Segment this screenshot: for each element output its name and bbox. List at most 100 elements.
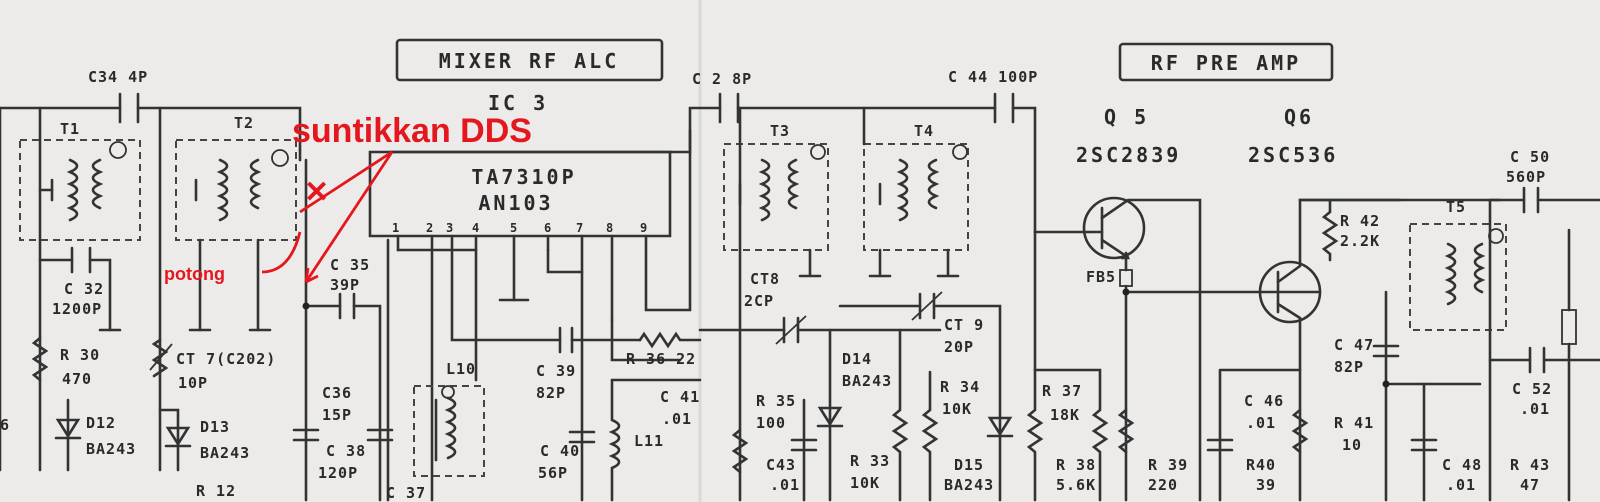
label-r33-ref: R 33 [850, 452, 890, 470]
label-r35-ref: R 35 [756, 392, 796, 410]
label-c52-value: .01 [1520, 400, 1550, 418]
ic3-pin-1: 1 [392, 221, 400, 235]
transistor-q6: Q6 2SC536 [1248, 105, 1502, 502]
label-c46-value: .01 [1246, 414, 1276, 432]
ic3-pin-9: 9 [640, 221, 648, 235]
transformer-t1: T1 [19, 120, 141, 241]
label-r40-value: 39 [1256, 476, 1276, 494]
label-r37-ref: R 37 [1042, 382, 1082, 400]
diode-d15: D15 BA243 [944, 416, 1014, 494]
label-t5: T5 [1446, 198, 1466, 216]
label-r38-value: 5.6K [1056, 476, 1096, 494]
label-r41-value: 10 [1342, 436, 1362, 454]
label-fb5: FB5 [1086, 268, 1116, 286]
label-ct7-value: 10P [178, 374, 208, 392]
resistor-r38: R 38 5.6K [1056, 456, 1096, 494]
resistor-r33: R 33 10K [850, 328, 909, 502]
capacitor-c44: C 44 100P [948, 68, 1038, 124]
label-t3: T3 [770, 122, 790, 140]
label-d15-value: BA243 [944, 476, 994, 494]
resistor-r39: R 39 220 [1117, 408, 1188, 494]
label-r30-value: 470 [62, 370, 92, 388]
resistor-r41: R 41 10 [1334, 414, 1374, 454]
label-c50-ref: C 50 [1510, 148, 1550, 166]
label-c43-value: .01 [770, 476, 800, 494]
label-r42-ref: R 42 [1340, 212, 1380, 230]
annotation-cut: ✕ potong [164, 176, 329, 284]
annotation-cut-text: potong [164, 264, 225, 284]
resistor-r43: R 43 47 [1510, 456, 1549, 494]
label-r12: R 12 [196, 482, 236, 500]
label-l10: L10 [446, 360, 476, 378]
label-d12-ref: D12 [86, 414, 116, 432]
ic3-ref: IC 3 [488, 91, 548, 115]
label-c43-ref: C43 [766, 456, 796, 474]
ic3-pin-8: 8 [606, 221, 614, 235]
capacitor-c47: C 47 82P [1334, 290, 1482, 502]
label-t2: T2 [234, 114, 254, 132]
label-c36-value: 15P [322, 406, 352, 424]
label-q5: Q 5 [1104, 105, 1149, 129]
label-r34-ref: R 34 [940, 378, 980, 396]
preamp-block-title: RF PRE AMP [1118, 42, 1334, 82]
capacitor-c43: C43 .01 [766, 398, 818, 502]
label-ct8-ref: CT8 [750, 270, 780, 288]
ic3-pin-7: 7 [576, 221, 584, 235]
diode-d13: D13 BA243 [158, 408, 250, 472]
mixer-block-title: MIXER RF ALC [395, 38, 664, 82]
inductor-l10: L10 [413, 360, 485, 477]
label-r35-value: 100 [756, 414, 786, 432]
label-c46-ref: C 46 [1244, 392, 1284, 410]
label-c40-ref: C 40 [540, 442, 580, 460]
label-r33-value: 10K [850, 474, 880, 492]
trimmer-ct7: CT 7(C202) 10P [149, 338, 276, 392]
capacitor-c39: C 39 82P [536, 326, 642, 402]
label-ct9-value: 20P [944, 338, 974, 356]
annotation-cut-mark: ✕ [304, 176, 329, 209]
capacitor-c35: C 35 39P [302, 158, 382, 502]
label-c34: C34 4P [88, 68, 148, 86]
ic3-pin-2: 2 [426, 221, 434, 235]
annotation-inject: suntikkan DDS [292, 112, 532, 284]
label-d15-ref: D15 [954, 456, 984, 474]
ic3-part2: AN103 [478, 191, 553, 215]
label-r39-ref: R 39 [1148, 456, 1188, 474]
transformer-t5: T5 [1409, 198, 1507, 331]
label-c39-ref: C 39 [536, 362, 576, 380]
label-c42: C 2 8P [692, 70, 752, 88]
label-d14-value: BA243 [842, 372, 892, 390]
label-c39-value: 82P [536, 384, 566, 402]
label-l11: L11 [634, 432, 664, 450]
label-r42-value: 2.2K [1340, 232, 1380, 250]
label-six: 6 [0, 416, 10, 434]
label-ct7-ref: CT 7(C202) [176, 350, 276, 368]
label-r40-ref: R40 [1246, 456, 1276, 474]
label-ct9-ref: CT 9 [944, 316, 984, 334]
transformer-t2: T2 [175, 114, 297, 332]
label-r41-ref: R 41 [1334, 414, 1374, 432]
transformer-t3: T3 [723, 106, 829, 502]
trimmer-ct8: CT8 2CP [698, 270, 942, 345]
label-r39-value: 220 [1148, 476, 1178, 494]
capacitor-c34: C34 4P [88, 68, 148, 124]
ic3-pin-5: 5 [510, 221, 518, 235]
ic3-pin-4: 4 [472, 221, 480, 235]
transformer-t4: T4 [862, 106, 969, 278]
label-c44: C 44 100P [948, 68, 1038, 86]
label-q6: Q6 [1284, 105, 1314, 129]
diode-d12: D12 BA243 [54, 398, 135, 472]
capacitor-c42: C 2 8P [692, 70, 752, 124]
label-d13-value: BA243 [200, 444, 250, 462]
resistor-r34: R 34 10K [921, 370, 980, 502]
label-r38-ref: R 38 [1056, 456, 1096, 474]
label-c52-ref: C 52 [1512, 380, 1552, 398]
resistor-r37: R 37 18K [1026, 230, 1109, 502]
label-c41-ref: C 41 [660, 388, 700, 406]
label-r37-value: 18K [1050, 406, 1080, 424]
label-c35-ref: C 35 [330, 256, 370, 274]
label-c47-value: 82P [1334, 358, 1364, 376]
resistor-r35: R 35 100 [731, 392, 796, 474]
ic3-part1: TA7310P [471, 165, 576, 189]
label-r36: R 36 22 [626, 350, 696, 368]
